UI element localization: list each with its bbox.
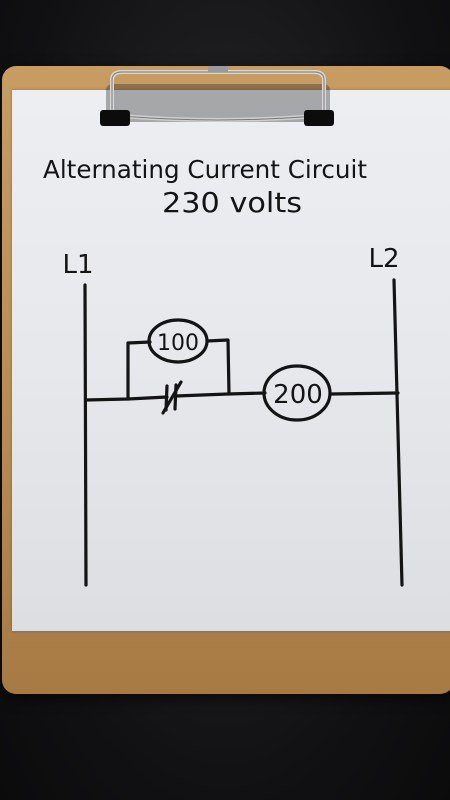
diagram-title: Alternating Current Circuit: [43, 155, 367, 184]
rung-middle-segment: [174, 391, 267, 398]
rail-right-label: L2: [368, 244, 399, 274]
diagram-voltage: 230 volts: [162, 186, 302, 219]
component-200-circle: [262, 364, 332, 422]
rail-right-line: [392, 278, 404, 587]
branch-left-leg: [126, 340, 152, 401]
rail-left-label: L1: [62, 250, 93, 280]
rail-left-line: [83, 283, 88, 587]
clipboard-clip: [100, 66, 334, 126]
contact-slash: [161, 380, 183, 415]
component-200-label: 200: [273, 380, 323, 410]
component-100-circle: [147, 318, 209, 364]
component-100-label: 100: [157, 331, 199, 356]
rung-right-segment: [329, 391, 400, 396]
branch-right-leg: [205, 338, 231, 396]
